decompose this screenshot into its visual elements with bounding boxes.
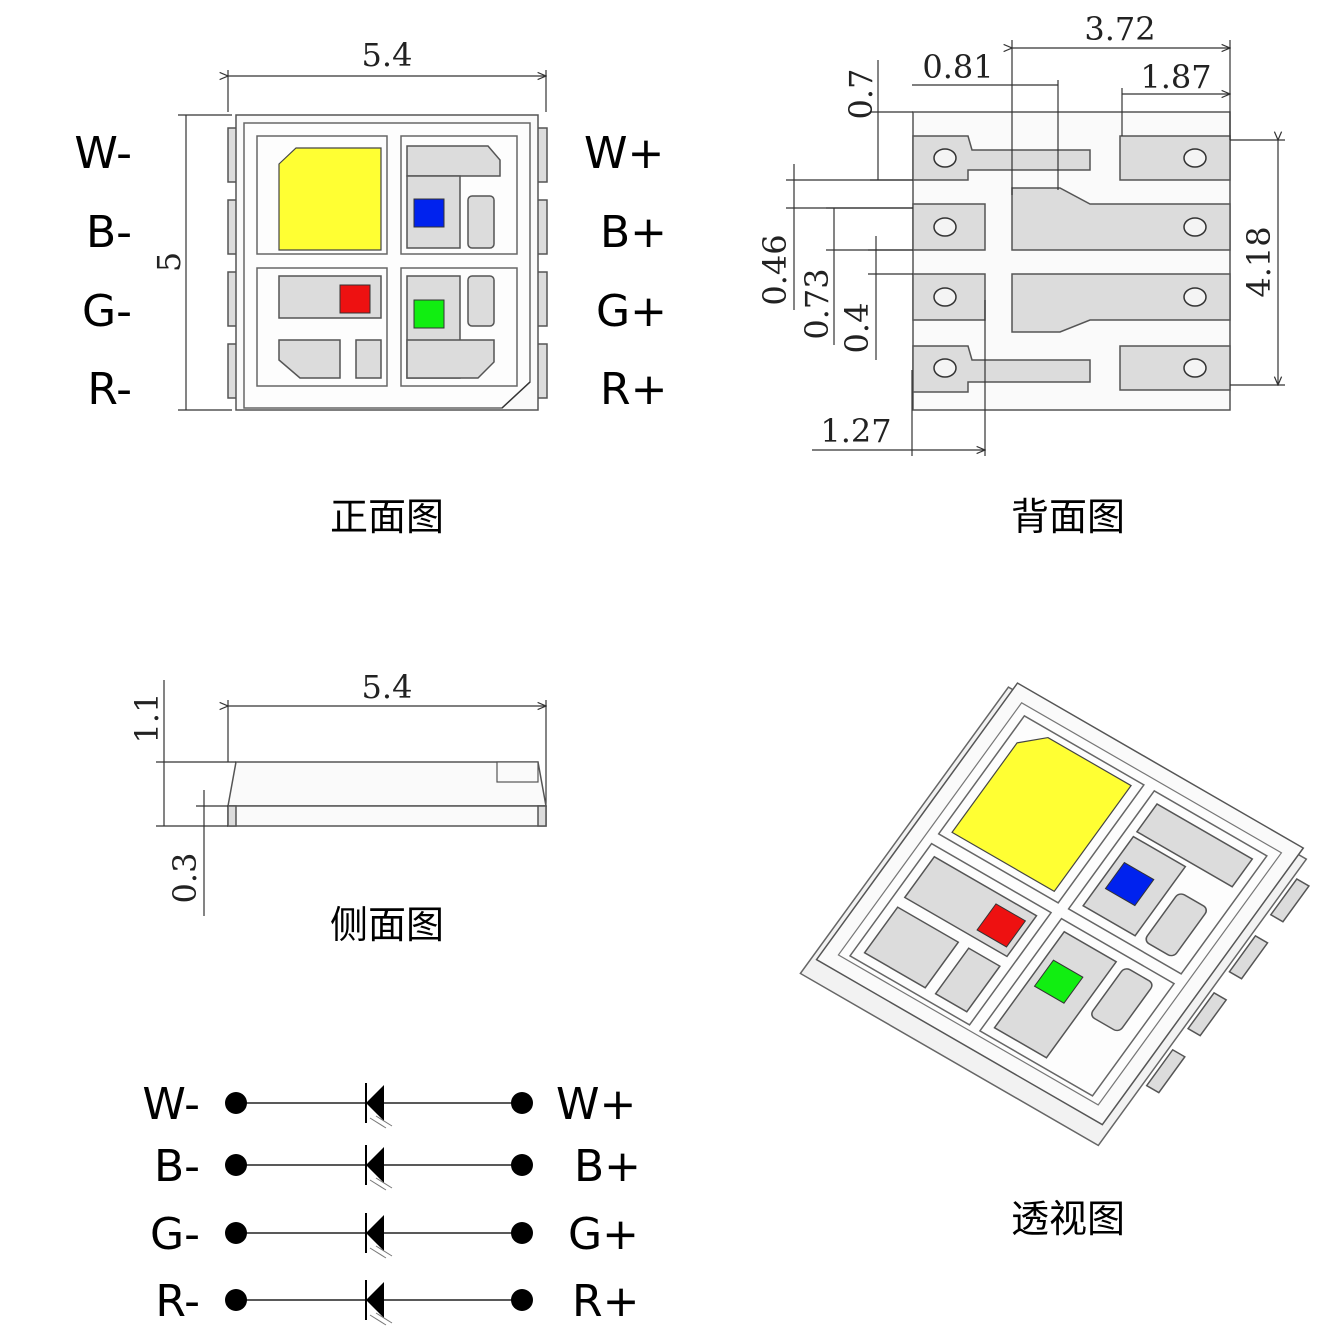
front-view: 5.4 5	[74, 36, 667, 539]
red-led-chip	[339, 284, 371, 314]
front-pin-b-plus: B+	[600, 207, 667, 258]
front-view-caption: 正面图	[330, 495, 444, 539]
front-pin-r-plus: R+	[600, 364, 667, 415]
perspective-blue-chip	[1104, 861, 1155, 907]
diode-b-icon	[366, 1147, 384, 1183]
front-height-dimension: 5	[150, 252, 188, 272]
side-height-dimension: 1.1	[128, 693, 166, 744]
front-pin-r-minus: R-	[87, 364, 132, 415]
schematic-label-b-minus: B-	[154, 1141, 200, 1192]
perspective-green-chip	[1033, 959, 1084, 1004]
perspective-red-chip	[976, 903, 1027, 948]
diode-r-icon	[366, 1282, 384, 1318]
back-dim-4-18: 4.18	[1240, 226, 1278, 297]
perspective-view: 透视图	[799, 682, 1311, 1241]
green-led-chip	[413, 299, 445, 329]
back-dim-1-87: 1.87	[1140, 58, 1211, 96]
back-dim-0-81: 0.81	[922, 48, 993, 86]
schematic-label-r-minus: R-	[155, 1276, 200, 1327]
back-dim-3-72: 3.72	[1084, 10, 1155, 48]
schematic-row-b: B- B+	[154, 1141, 641, 1192]
back-dim-0-46: 0.46	[756, 234, 794, 305]
perspective-view-caption: 透视图	[1011, 1197, 1125, 1241]
schematic-row-g: G- G+	[150, 1209, 639, 1260]
schematic-label-w-plus: W+	[556, 1079, 636, 1130]
white-led-chip	[278, 147, 382, 251]
side-base	[227, 805, 547, 827]
blue-led-chip	[413, 198, 445, 228]
front-pin-g-plus: G+	[596, 286, 667, 337]
back-dim-0-7: 0.7	[842, 69, 880, 120]
schematic-label-r-plus: R+	[572, 1276, 639, 1327]
back-dim-1-27: 1.27	[820, 412, 891, 450]
front-pin-w-plus: W+	[584, 128, 664, 179]
front-pin-b-minus: B-	[86, 207, 132, 258]
back-view: 3.72 0.81 1.87 0.7 0.46 0.73 0.4 4.18 1.…	[756, 10, 1285, 539]
side-width-dimension: 5.4	[362, 668, 413, 706]
back-dim-0-73: 0.73	[798, 268, 836, 339]
side-view-caption: 侧面图	[330, 903, 444, 947]
schematic-label-g-minus: G-	[150, 1209, 200, 1260]
front-width-dimension: 5.4	[362, 36, 413, 74]
side-view: 5.4 1.1 0.3 侧面图	[128, 668, 546, 947]
diode-g-icon	[366, 1215, 384, 1251]
front-pin-w-minus: W-	[74, 128, 132, 179]
front-pin-g-minus: G-	[82, 286, 132, 337]
back-view-caption: 背面图	[1011, 495, 1125, 539]
schematic-label-w-minus: W-	[142, 1079, 200, 1130]
diode-w-icon	[366, 1085, 384, 1121]
side-base-dimension: 0.3	[166, 853, 204, 904]
schematic-row-w: W- W+	[142, 1079, 636, 1130]
perspective-white-chip	[951, 737, 1132, 893]
back-dim-0-4: 0.4	[838, 303, 876, 354]
schematic-label-g-plus: G+	[568, 1209, 639, 1260]
schematic-label-b-plus: B+	[574, 1141, 641, 1192]
schematic: W- W+ B- B+ G- G+	[142, 1079, 641, 1327]
schematic-row-r: R- R+	[155, 1276, 639, 1327]
